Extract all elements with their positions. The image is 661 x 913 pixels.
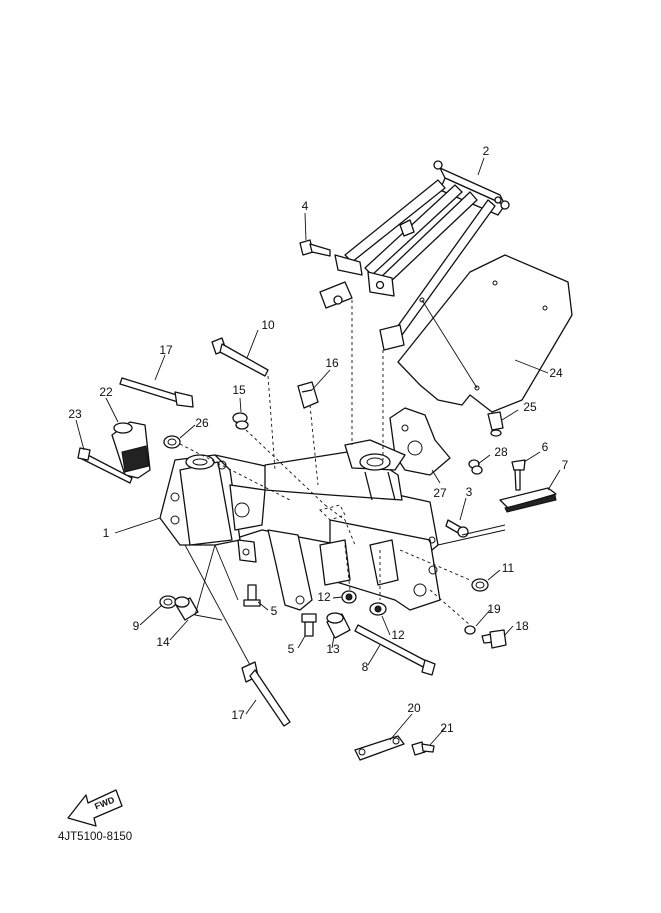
fwd-arrow-icon: FWD [67, 789, 123, 827]
bolt-5-lower [301, 613, 317, 637]
callout-4: 4 [302, 199, 309, 213]
callout-14: 14 [156, 635, 170, 649]
washer-19 [464, 625, 476, 635]
plate-20 [354, 735, 405, 761]
callout-27: 27 [433, 486, 447, 500]
collar-13 [326, 612, 351, 639]
callout-12-a: 12 [317, 590, 331, 604]
callout-23: 23 [68, 407, 82, 421]
callout-5-left: 5 [271, 604, 278, 618]
callout-10: 10 [261, 318, 275, 332]
leader-lines [75, 157, 561, 746]
callout-17-lower: 17 [231, 708, 245, 722]
callout-1: 1 [103, 526, 110, 540]
bracket-7 [499, 487, 557, 513]
collar-14 [174, 596, 199, 621]
callout-5-lower: 5 [288, 642, 295, 656]
callout-8: 8 [362, 660, 369, 674]
callout-24: 24 [549, 366, 563, 380]
callout-labels: 2 4 10 16 17 15 22 23 26 24 25 28 6 7 27… [68, 144, 568, 735]
bushing-12-a [341, 590, 357, 604]
callout-7: 7 [562, 458, 569, 472]
bolt-4 [299, 239, 331, 257]
callout-19: 19 [487, 602, 501, 616]
bolt-25 [487, 411, 504, 437]
bolt-6 [511, 459, 526, 491]
bolt-5-left [243, 584, 261, 607]
rear-plate [397, 254, 573, 413]
callout-9: 9 [133, 619, 140, 633]
callout-2: 2 [483, 144, 490, 158]
nut-28 [468, 459, 483, 475]
bolt-21 [411, 741, 435, 756]
grommet-15 [232, 412, 249, 430]
cable-tie-17-upper [119, 377, 194, 408]
nut-11 [471, 578, 489, 592]
clamp-16 [297, 381, 319, 409]
bolt-18 [481, 629, 507, 649]
diagram-code: 4JT5100-8150 [58, 831, 132, 843]
bushing-12-b [369, 602, 387, 616]
callout-26: 26 [195, 416, 209, 430]
callout-20: 20 [407, 701, 421, 715]
rear-frame [319, 160, 510, 351]
bolt-10 [211, 337, 269, 377]
callout-15: 15 [232, 383, 246, 397]
bolt-8 [354, 624, 436, 676]
callout-3: 3 [466, 485, 473, 499]
callout-12-b: 12 [391, 628, 405, 642]
bottle-22 [111, 421, 151, 479]
callout-11: 11 [502, 561, 515, 575]
callout-13: 13 [326, 642, 340, 656]
callout-22: 22 [99, 385, 113, 399]
main-frame [159, 439, 441, 611]
nut-9 [159, 595, 177, 609]
callout-25: 25 [523, 400, 537, 414]
callout-16: 16 [325, 356, 339, 370]
callout-21: 21 [440, 721, 454, 735]
cable-tie-23 [77, 447, 133, 484]
callout-17-upper: 17 [159, 343, 173, 357]
callout-6: 6 [542, 440, 549, 454]
callout-18: 18 [515, 619, 529, 633]
cable-tie-17-lower [241, 661, 291, 727]
assembly-lines [179, 300, 471, 626]
callout-28: 28 [494, 445, 508, 459]
grommet-26 [163, 435, 181, 449]
